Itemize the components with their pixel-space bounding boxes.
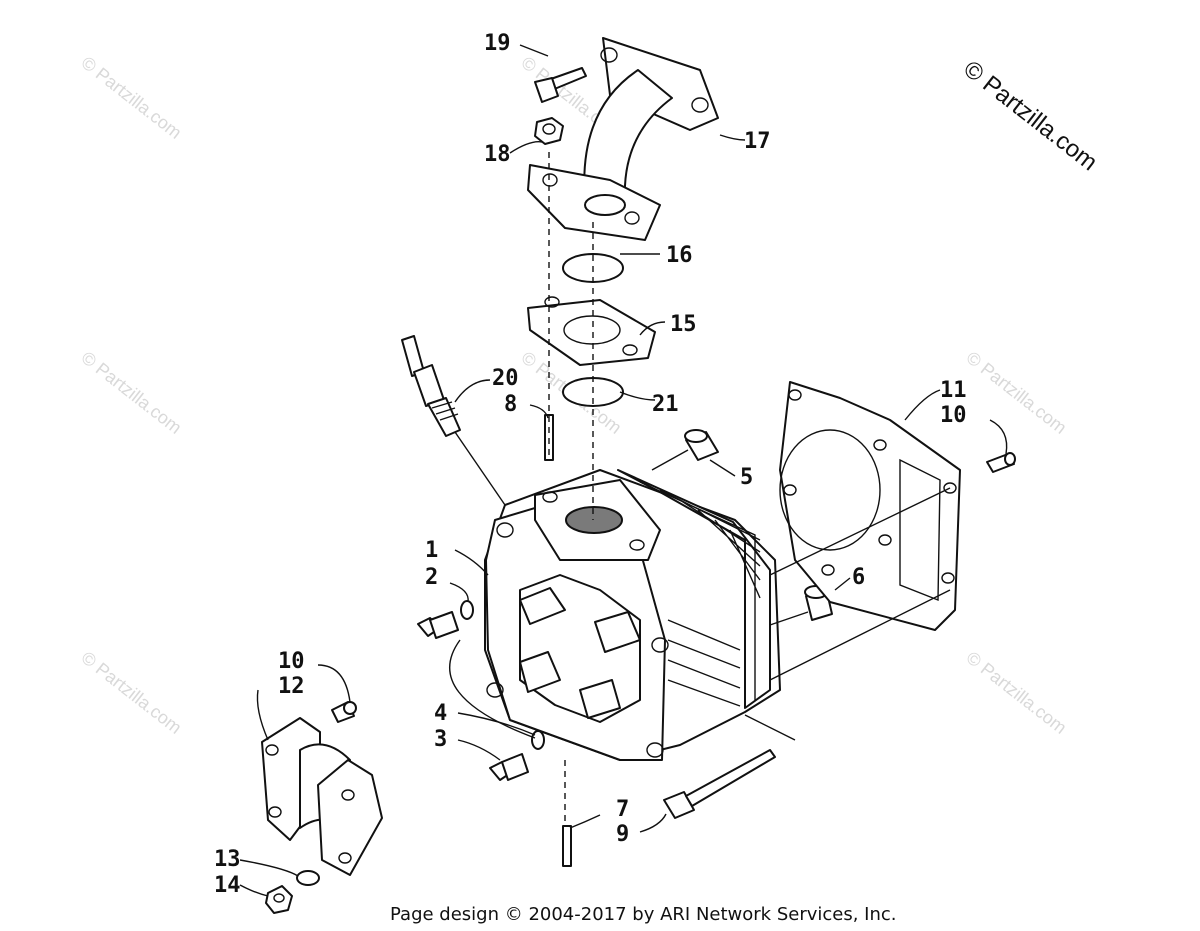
callout-14: 14 <box>214 873 241 898</box>
callout-15: 15 <box>670 312 697 337</box>
callout-18: 18 <box>484 142 511 167</box>
watermark: © Partzilla.com <box>78 347 186 437</box>
callout-20: 20 <box>492 366 519 391</box>
callout-12: 12 <box>278 674 305 699</box>
watermark: © Partzilla.com <box>78 52 186 142</box>
part-2-plug <box>417 600 474 639</box>
callout-10: 10 <box>278 649 305 674</box>
callout-19: 19 <box>484 31 511 56</box>
part-15-gasket <box>527 296 656 366</box>
callout-3: 3 <box>434 727 447 752</box>
part-12-bracket <box>261 717 383 876</box>
part-20-spark-plug <box>401 335 461 437</box>
part-7-stud <box>562 825 572 867</box>
part-19-bolt <box>534 67 587 103</box>
part-5-dowel <box>684 429 719 461</box>
watermark: © Partzilla.com <box>963 347 1071 437</box>
callout-10: 10 <box>940 403 967 428</box>
part-9-bolt <box>663 749 776 819</box>
callout-21: 21 <box>652 392 679 417</box>
callout-8: 8 <box>504 392 517 417</box>
callout-4: 4 <box>434 701 447 726</box>
callout-16: 16 <box>666 243 693 268</box>
callout-17: 17 <box>744 129 771 154</box>
callout-2: 2 <box>425 565 438 590</box>
part-14-nut <box>265 885 293 914</box>
part-11-head-gasket <box>779 381 961 631</box>
callout-6: 6 <box>852 565 865 590</box>
part-18-nut <box>534 117 564 145</box>
callout-13: 13 <box>214 847 241 872</box>
part-10-pin <box>331 701 357 723</box>
watermark: © Partzilla.com <box>78 647 186 737</box>
corner-watermark: © Partzilla.com <box>958 55 1102 176</box>
callout-1: 1 <box>425 538 438 563</box>
part-8-stud <box>544 414 554 461</box>
part-10-pin <box>986 452 1016 473</box>
part-17-intake-pipe <box>527 37 719 241</box>
callout-11: 11 <box>940 378 967 403</box>
part-1-cylinder-head <box>484 469 781 761</box>
leader-lines <box>239 44 1008 897</box>
callout-labels: 19 18 17 16 15 20 8 21 11 10 5 6 1 2 10 … <box>214 31 967 898</box>
watermark: © Partzilla.com <box>963 647 1071 737</box>
part-3-plug <box>489 730 545 781</box>
part-13-washer <box>296 870 320 886</box>
callout-7: 7 <box>616 797 629 822</box>
callout-9: 9 <box>616 822 629 847</box>
page-footer: Page design © 2004-2017 by ARI Network S… <box>390 904 897 925</box>
callout-5: 5 <box>740 465 753 490</box>
